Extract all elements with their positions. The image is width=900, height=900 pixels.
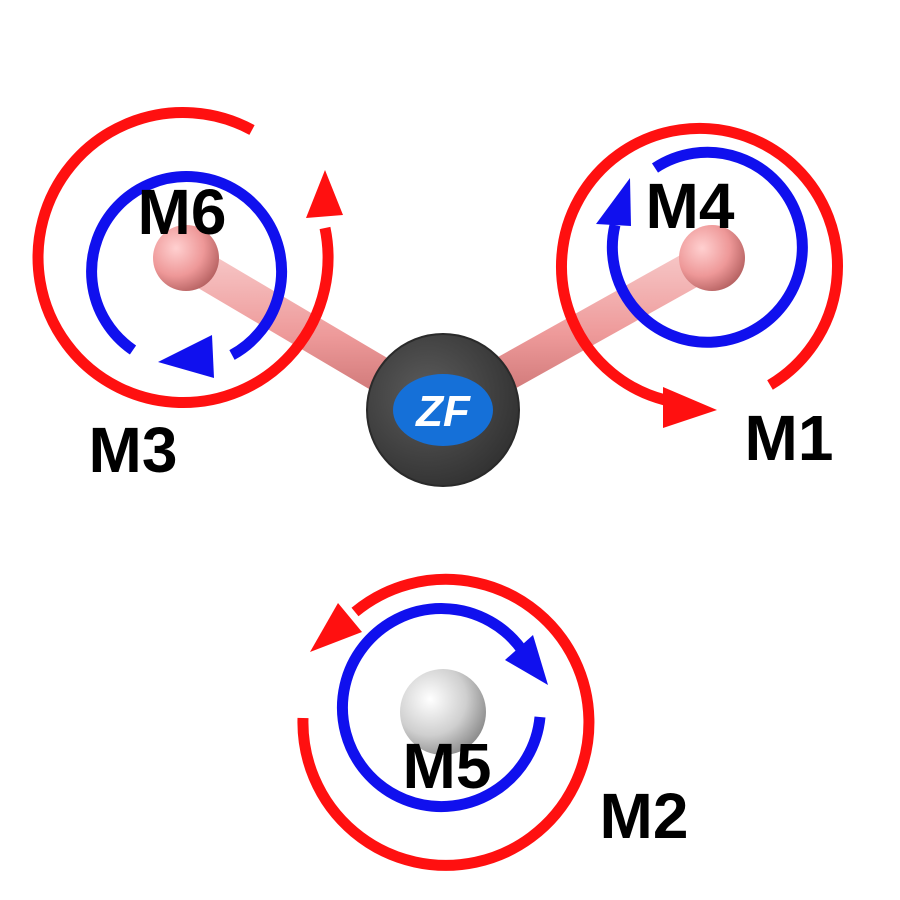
rotation-arrow-m2 — [297, 573, 595, 871]
logo-badge — [393, 374, 493, 446]
motor-label-m2: M2 — [600, 780, 689, 852]
arrowhead-m5 — [505, 635, 548, 685]
rotation-arrow-m3 — [32, 107, 334, 409]
arrowhead-m3 — [306, 170, 343, 218]
motor-label-m4: M4 — [646, 170, 735, 242]
motor-label-m3: M3 — [89, 414, 178, 486]
rotation-arrows-right — [556, 122, 843, 428]
motor-label-m5: M5 — [403, 730, 492, 802]
arrowhead-m2 — [310, 603, 362, 652]
rotation-arrows-left — [32, 107, 343, 409]
rotation-arrow-m5 — [336, 603, 546, 813]
rotation-arrow-m1 — [556, 122, 843, 406]
motor-mount-rear — [400, 669, 486, 755]
motor-mount-right — [679, 225, 745, 291]
arrowhead-m1 — [663, 387, 717, 428]
rotation-arrow-m6 — [86, 171, 288, 360]
motor-mounts — [153, 225, 745, 755]
arrowhead-m4 — [596, 178, 631, 226]
center-hub: ZF — [366, 333, 520, 487]
motor-label-m1: M1 — [745, 402, 834, 474]
motor-labels: M6 M4 M3 M1 M5 M2 — [89, 170, 834, 852]
arrowhead-m6 — [158, 335, 214, 378]
rotation-arrows-rear — [297, 573, 595, 871]
rotation-arrow-m4 — [606, 146, 808, 348]
motor-label-m6: M6 — [138, 176, 227, 248]
logo-text: ZF — [414, 387, 471, 436]
motor-mount-left — [153, 225, 219, 291]
